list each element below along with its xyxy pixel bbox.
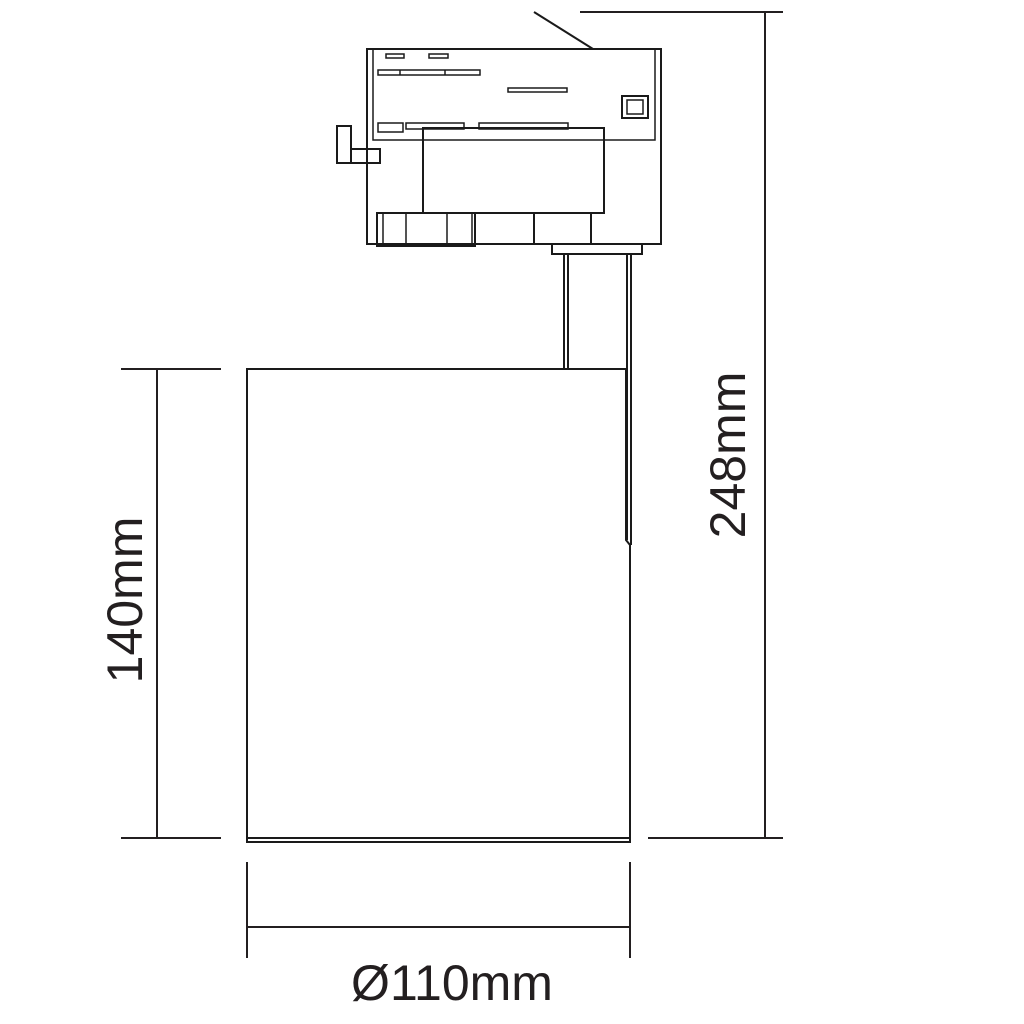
adapter-lever <box>533 11 594 50</box>
dimension-lines <box>121 11 783 958</box>
adapter-inner-block <box>422 127 605 214</box>
diameter-label: Ø110mm <box>351 955 553 1011</box>
adapter-body <box>366 48 662 245</box>
adapter-inner-frame <box>372 49 656 141</box>
adapter-slot <box>377 69 481 76</box>
adapter-switch <box>621 95 649 119</box>
adapter-slot <box>377 122 404 133</box>
mount-plate <box>551 243 643 255</box>
height-label: 140mm <box>97 516 153 684</box>
adapter-slot <box>507 87 568 93</box>
adapter-latch <box>336 125 352 164</box>
adapter-connector <box>376 212 476 247</box>
track-adapter <box>336 11 662 545</box>
adapter-slot <box>428 53 449 59</box>
total-height-label: 248mm <box>700 371 756 539</box>
cylinder-body <box>246 368 631 843</box>
adapter-slot <box>385 53 405 59</box>
